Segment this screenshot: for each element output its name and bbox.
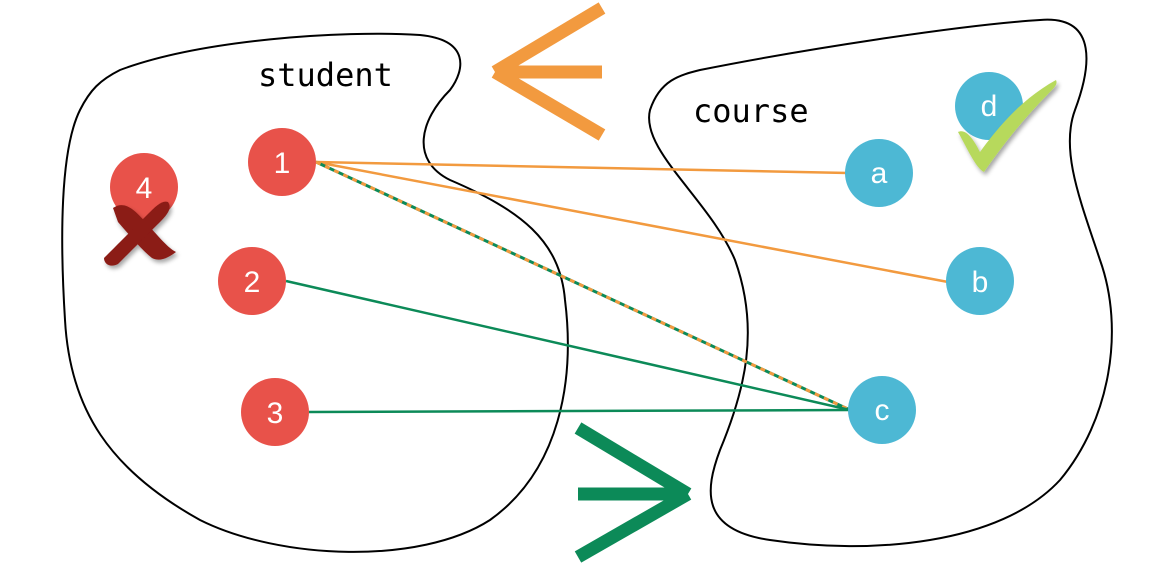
course-set-label: course [693, 92, 809, 130]
course-node-a: a [845, 139, 913, 207]
edge-3-c [308, 408, 851, 414]
course-node-d-label: d [981, 90, 998, 123]
student-node-3: 3 [241, 378, 309, 446]
orange-arrow-left [491, 2, 606, 141]
course-node-c-label: c [875, 394, 890, 427]
course-node-c: c [848, 376, 916, 444]
edge-1-a [315, 160, 849, 175]
student-node-2: 2 [218, 247, 286, 315]
green-arrow-right [574, 422, 692, 563]
course-set-outline [648, 18, 1113, 548]
course-node-a-label: a [871, 157, 888, 190]
cross-icon [104, 201, 176, 266]
edge-1-b [315, 160, 949, 284]
student-node-2-label: 2 [244, 266, 261, 299]
course-node-b-label: b [972, 266, 989, 299]
check-icon [958, 80, 1057, 172]
edge-2-c [285, 279, 851, 412]
edge-1-c-orange-dash [315, 160, 851, 412]
student-set-label: student [258, 56, 393, 94]
student-set-outline [61, 32, 569, 553]
student-node-1: 1 [248, 128, 316, 196]
student-node-4-label: 4 [136, 172, 153, 205]
course-node-b: b [946, 247, 1014, 315]
student-node-1-label: 1 [274, 147, 291, 180]
student-node-3-label: 3 [267, 397, 284, 430]
